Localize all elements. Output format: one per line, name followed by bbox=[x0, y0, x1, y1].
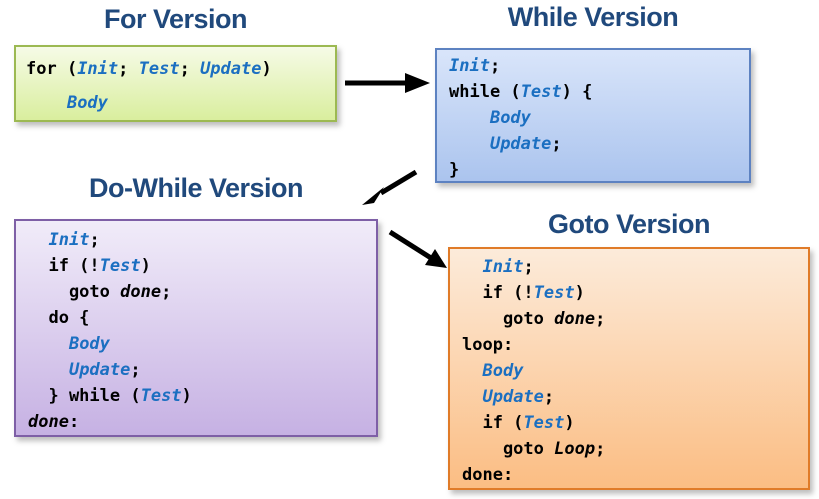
code-line: if (!Test) bbox=[462, 283, 585, 303]
code-line: Body bbox=[66, 93, 108, 113]
code-line: } bbox=[449, 160, 460, 180]
goto-version-title: Goto Version bbox=[547, 209, 711, 239]
arrow-dowhile-to-goto-icon bbox=[388, 229, 447, 268]
code-line: goto Loop; bbox=[462, 439, 606, 459]
code-line: if (!Test) bbox=[28, 256, 151, 276]
while-version-title: While Version bbox=[507, 2, 679, 32]
code-line: for (Init; Test; Update) bbox=[26, 59, 272, 79]
goto-version-code-box: Init; if (!Test) goto done; loop: Body Up… bbox=[448, 247, 810, 490]
code-line: goto done; bbox=[462, 309, 606, 329]
code-line: Update; bbox=[482, 387, 555, 407]
code-line: do { bbox=[28, 308, 90, 328]
for-version-code-box: for (Init; Test; Update) Body bbox=[14, 45, 337, 122]
arrow-for-to-while-icon bbox=[345, 73, 430, 93]
code-line: if (Test) bbox=[462, 413, 575, 433]
code-line: Body bbox=[482, 361, 524, 381]
code-line: while (Test) { bbox=[449, 82, 593, 102]
code-line: loop: bbox=[462, 335, 514, 355]
do-while-version-code-box: Init; if (!Test) goto done; do { Body Up… bbox=[14, 219, 378, 437]
code-line: } while (Test) bbox=[28, 386, 192, 406]
do-while-version-title: Do-While Version bbox=[88, 173, 304, 203]
code-line: done: bbox=[28, 412, 80, 432]
code-line: goto done; bbox=[28, 282, 172, 302]
while-version-code-box: Init; while (Test) { Body Update;} bbox=[435, 48, 751, 183]
code-line: Init; bbox=[449, 56, 501, 76]
code-line: Body bbox=[489, 108, 531, 128]
code-line: Update; bbox=[68, 360, 141, 380]
code-line: Body bbox=[68, 334, 110, 354]
code-line: done: bbox=[462, 465, 514, 485]
code-line: Update; bbox=[489, 134, 562, 154]
code-line: Init; bbox=[48, 230, 100, 250]
code-line: Init; bbox=[482, 257, 534, 277]
for-version-title: For Version bbox=[103, 4, 248, 34]
